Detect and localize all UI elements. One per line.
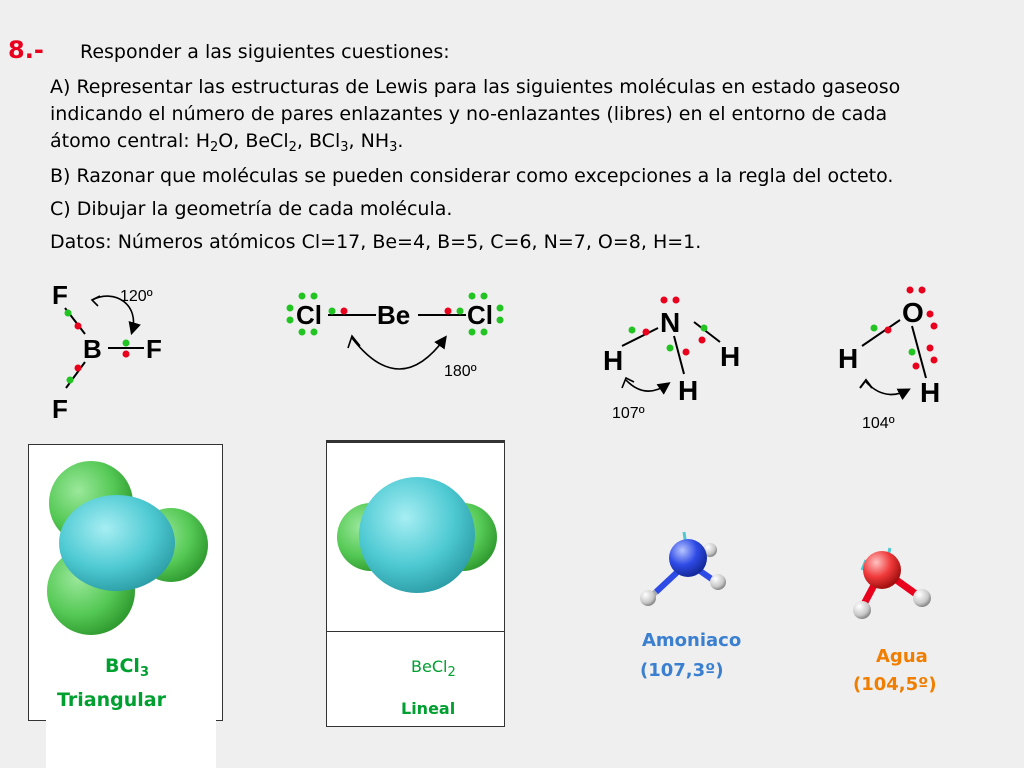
h2o-atom-center: O xyxy=(902,297,924,328)
bf3-atom-bottom: F xyxy=(52,394,68,424)
nh3-ball-stick-model xyxy=(640,531,726,606)
central-atom-label: átomo central: xyxy=(50,130,196,152)
part-b-line: B) Razonar que moléculas se pueden consi… xyxy=(50,165,894,187)
becl2-formula: BeCl2 xyxy=(411,657,456,680)
becl2-atom-right: Cl xyxy=(467,300,493,330)
part-a-line-3: átomo central: H2O, BeCl2, BCl3, NH3. xyxy=(50,128,403,155)
formula-bcl3: BCl3, xyxy=(308,130,361,155)
h2o-angle-label: 104º xyxy=(862,415,895,432)
question-number: 8.- xyxy=(8,36,44,64)
becl2-space-filling-model xyxy=(337,477,497,593)
lewis-structures: F B F F 120º Cl Be Cl 180º N H H xyxy=(52,280,940,432)
becl2-model-panel: BeCl2 Lineal xyxy=(326,440,505,727)
part-a-line-2: indicando el número de pares enlazantes … xyxy=(50,103,888,125)
h2o-ball-stick-model xyxy=(853,547,931,619)
bcl3-space-filling-model xyxy=(47,461,208,635)
nh3-atom-right: H xyxy=(720,341,740,372)
bcl3-model-panel: BCl3 Triangular xyxy=(28,444,223,721)
bf3-atom-top: F xyxy=(52,280,68,310)
becl2-shape-label: Lineal xyxy=(401,699,456,718)
part-a-line-1: A) Representar las estructuras de Lewis … xyxy=(50,76,901,98)
bcl3-shape-label: Triangular xyxy=(57,689,166,711)
bcl3-formula: BCl3 xyxy=(105,655,149,680)
nh3-atom-center: N xyxy=(660,307,680,338)
formula-nh3: NH3. xyxy=(360,130,404,155)
becl2-atom-center: Be xyxy=(377,300,410,330)
h2o-name-label: Agua xyxy=(876,646,928,667)
bf3-angle-label: 120º xyxy=(120,288,153,305)
bf3-atom-center: B xyxy=(83,334,102,364)
question-title: Responder a las siguientes cuestiones: xyxy=(80,41,450,63)
bf3-atom-right: F xyxy=(146,334,162,364)
becl2-panel-divider xyxy=(327,631,504,632)
h2o-atom-right: H xyxy=(920,377,940,408)
lewis-bf3: F B F F 120º xyxy=(52,280,162,424)
lewis-becl2: Cl Be Cl 180º xyxy=(286,292,504,380)
lewis-nh3: N H H H 107º xyxy=(603,296,740,422)
bcl3-panel-extension xyxy=(46,719,216,768)
nh3-angle-value: (107,3º) xyxy=(640,660,724,681)
formula-h2o: H2O, xyxy=(195,130,246,155)
nh3-angle-label: 107º xyxy=(612,405,645,422)
nh3-name-label: Amoniaco xyxy=(642,630,742,651)
lewis-h2o: O H H 104º xyxy=(838,286,940,432)
becl2-angle-label: 180º xyxy=(444,363,477,380)
nh3-atom-bottom: H xyxy=(678,375,698,406)
formula-becl2: BeCl2, xyxy=(245,130,309,155)
h2o-atom-left: H xyxy=(838,343,858,374)
nh3-atom-left: H xyxy=(603,345,623,376)
becl2-atom-left: Cl xyxy=(296,300,322,330)
datos-line: Datos: Números atómicos Cl=17, Be=4, B=5… xyxy=(50,231,702,253)
h2o-angle-value: (104,5º) xyxy=(853,674,937,695)
part-c-line: C) Dibujar la geometría de cada molécula… xyxy=(50,198,453,220)
